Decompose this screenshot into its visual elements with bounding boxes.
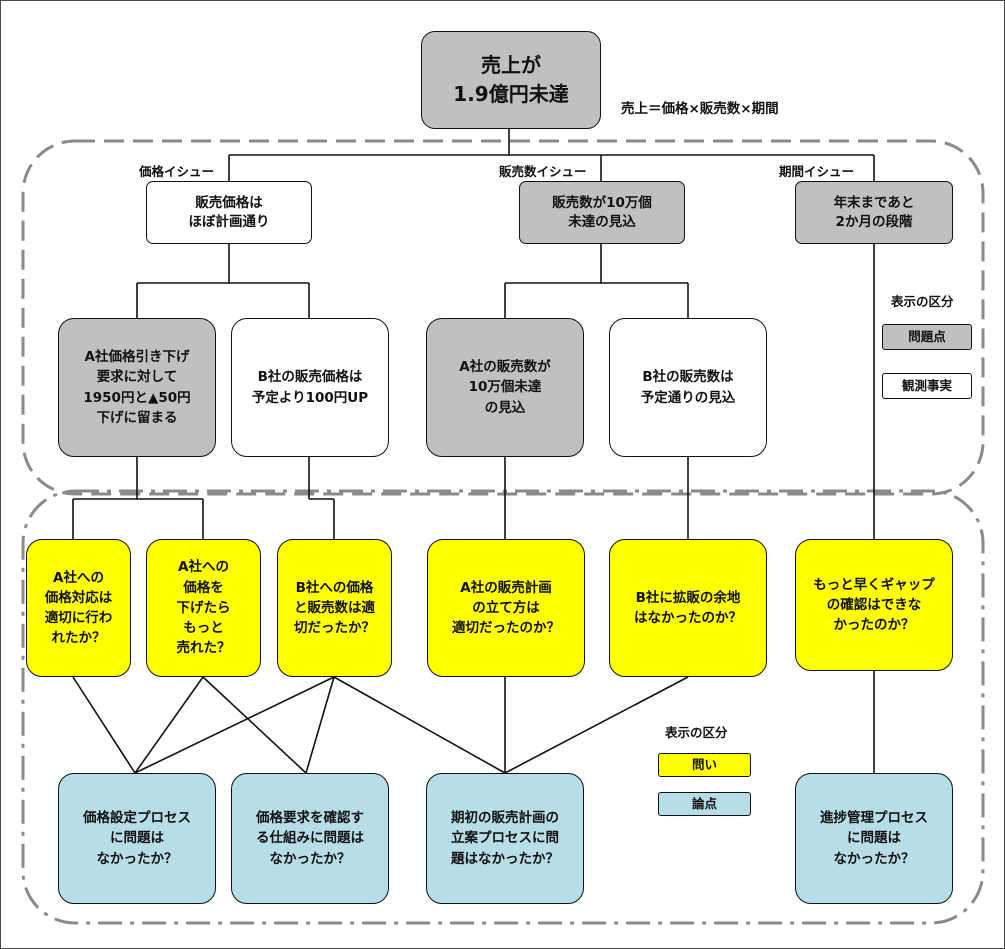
fact-b-volume: B社の販売数は 予定通りの見込 <box>609 318 767 457</box>
question-group-frame <box>21 489 985 925</box>
issue-point-1: 価格設定プロセス に問題は なかったか？ <box>58 773 216 904</box>
tree-connectors <box>72 129 875 774</box>
question-6: もっと早くギャップ の確認はできな かったのか？ <box>795 539 953 671</box>
issue-point-2: 価格要求を確認す る仕組みに問題は なかったか？ <box>231 773 389 904</box>
fact-a-volume: A社の販売数が 10万個未達 の見込 <box>426 318 584 457</box>
question-5: B社に拡販の余地 はなかったのか？ <box>609 539 767 677</box>
volume-issue-label: 販売数イシュー <box>497 161 589 180</box>
price-issue-box: 販売価格は ほぼ計画通り <box>146 181 312 244</box>
question-1: A社への 価格対応は 適切に行わ れたか？ <box>26 539 131 677</box>
price-issue-label: 価格イシュー <box>137 161 217 180</box>
legend-top-title: 表示の区分 <box>891 294 954 309</box>
issue-point-3: 期初の販売計画の 立案プロセスに問 題はなかったか？ <box>426 773 584 904</box>
legend-issue-point-swatch: 論点 <box>658 792 751 816</box>
period-issue-box: 年末まであと 2か月の段階 <box>795 181 953 244</box>
question-4: A社の販売計画 の立て方は 適切だったのか？ <box>427 539 585 677</box>
issue-point-4: 進捗管理プロセス に問題は なかったか？ <box>795 773 953 904</box>
fact-b-price: B社の販売価格は 予定より100円UP <box>231 318 389 457</box>
observation-group-frame <box>21 139 985 496</box>
legend-observed-swatch: 観測事実 <box>882 373 972 399</box>
legend-question-swatch: 問い <box>658 753 751 777</box>
legend-problem-swatch: 問題点 <box>882 324 972 350</box>
question-3: B社への価格 と販売数は適 切だったか？ <box>277 539 392 677</box>
formula-note: 売上＝価格×販売数×期間 <box>621 101 779 117</box>
root-node: 売上が 1.9億円未達 <box>421 31 601 129</box>
volume-issue-box: 販売数が10万個 未達の見込 <box>519 181 685 244</box>
legend-bottom-title: 表示の区分 <box>665 725 728 740</box>
question-2: A社への 価格を 下げたら もっと 売れた？ <box>146 539 261 677</box>
period-issue-label: 期間イシュー <box>777 161 857 180</box>
fact-a-price: A社価格引き下げ 要求に対して 1950円と▲50円 下げに留まる <box>58 318 216 457</box>
